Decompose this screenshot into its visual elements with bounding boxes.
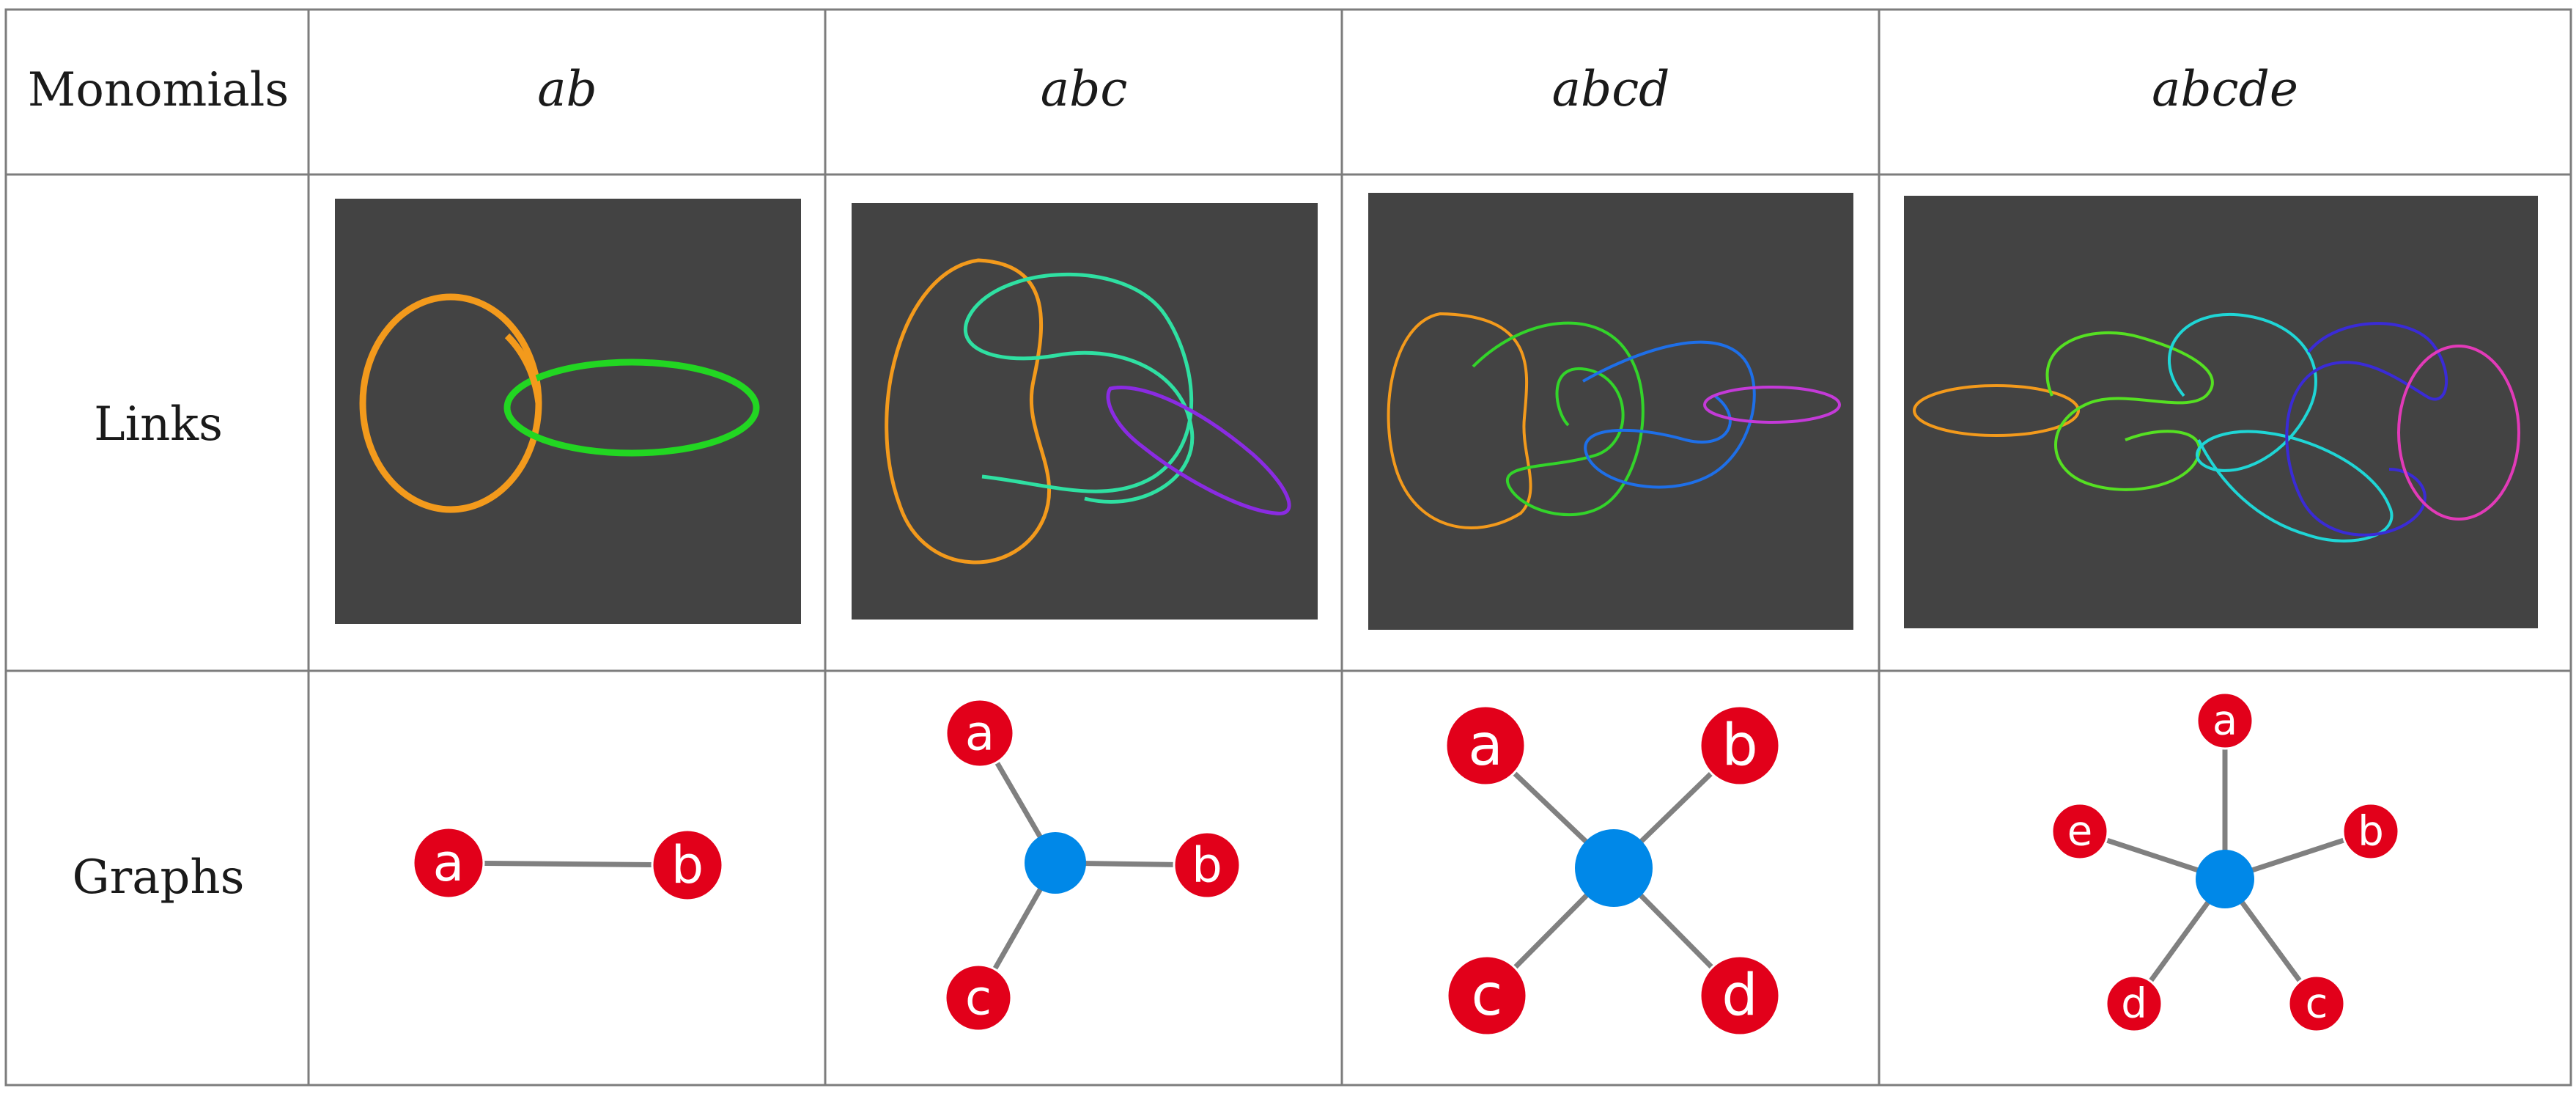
graph-node-label: c — [965, 970, 992, 1026]
row-header-graphs: Graphs — [73, 850, 245, 905]
graph-node-label: d — [2121, 980, 2147, 1028]
monomial-abcde: abcde — [2152, 61, 2298, 117]
link-loop-abc-c — [1106, 386, 1291, 515]
graph-edge-ab — [446, 860, 690, 868]
row-header-monomials: Monomials — [28, 63, 289, 117]
link-panel-abc — [852, 203, 1318, 620]
link-loop-abc-b — [963, 272, 1195, 504]
graph-node-abcd-a: a — [1444, 705, 1527, 787]
graph-node-label: a — [1468, 713, 1503, 779]
monomial-abcd: abcd — [1552, 61, 1670, 117]
graph-hub-abc — [1025, 832, 1086, 894]
graph-hub-abcd — [1575, 829, 1653, 907]
link-loop-abcd-a — [1387, 312, 1532, 529]
link-loop-abcde-c — [2168, 312, 2394, 543]
graph-edges — [446, 718, 2374, 1007]
link-loop-ab-a-over — [504, 333, 542, 404]
link-panel-ab — [335, 199, 801, 624]
graph-node-label: b — [671, 835, 704, 895]
graph-node-abcd-d: d — [1699, 955, 1781, 1037]
row-header-links: Links — [94, 397, 223, 452]
link-panel-abcd — [1368, 193, 1853, 630]
link-loop-abc-a — [885, 258, 1052, 565]
table-grid — [4, 8, 2572, 1087]
link-render-abcde — [1904, 196, 2538, 628]
graph-node-label: a — [965, 705, 994, 762]
graph-node-abcd-c: c — [1446, 955, 1528, 1037]
graph-node-label: a — [433, 833, 465, 893]
monomial-ab: ab — [537, 61, 597, 117]
link-loop-abcd-c — [1582, 340, 1756, 489]
link-loop-abcd-d — [1703, 386, 1841, 424]
link-render-abcd — [1368, 193, 1853, 630]
graph-node-ab-a: a — [412, 826, 485, 900]
graph-node-abcde-d: d — [2105, 974, 2163, 1033]
graph-node-label: b — [1721, 713, 1758, 779]
graph-node-abcde-b: b — [2341, 802, 2400, 861]
graph-node-abc-c: c — [944, 963, 1013, 1032]
link-loop-abcde-e — [2397, 345, 2520, 521]
graph-node-label: a — [2213, 697, 2237, 745]
graph-node-label: e — [2067, 808, 2092, 856]
graph-node-abcde-c: c — [2287, 974, 2346, 1033]
link-loop-ab-b — [503, 359, 760, 457]
graph-node-label: d — [1721, 963, 1758, 1029]
graph-node-abcde-e: e — [2051, 802, 2109, 861]
link-loop-abcd-b — [1472, 321, 1645, 516]
graph-node-ab-b: b — [651, 828, 724, 902]
link-loop-abcde-d — [2285, 322, 2448, 537]
graph-node-abcd-b: b — [1699, 705, 1781, 787]
monomial-abc: abc — [1041, 61, 1128, 117]
table-border — [4, 8, 2572, 1087]
graph-node-abc-a: a — [945, 698, 1015, 768]
link-loop-abcde-a — [1913, 384, 2080, 437]
graph-node-label: b — [1192, 837, 1222, 894]
graph-node-label: c — [1472, 963, 1503, 1029]
link-panel-abcde — [1904, 196, 2538, 628]
graph-node-label: b — [2358, 808, 2384, 856]
graph-hub-abcde — [2196, 850, 2254, 908]
graph-node-abc-b: b — [1173, 831, 1241, 900]
graph-node-abcde-a: a — [2196, 691, 2254, 750]
link-render-ab — [335, 199, 801, 624]
link-render-abc — [852, 203, 1318, 620]
graph-node-label: c — [2306, 980, 2328, 1028]
